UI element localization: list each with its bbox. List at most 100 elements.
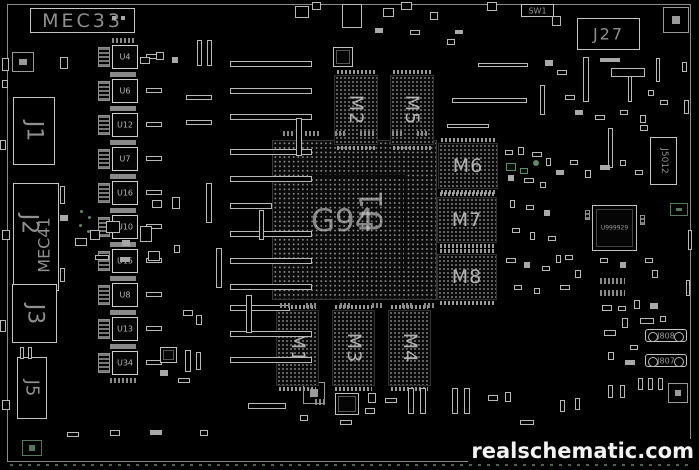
passive-component xyxy=(110,430,120,436)
passive-component xyxy=(546,158,551,166)
pad-cluster xyxy=(146,156,162,161)
passive-component xyxy=(60,215,68,221)
passive-component xyxy=(230,305,290,311)
pad-cluster xyxy=(98,353,110,373)
passive-component xyxy=(620,160,626,166)
passive-component xyxy=(600,278,625,284)
connector-j808: J808 xyxy=(645,329,687,342)
pad-cluster xyxy=(98,285,110,305)
connector-j807: J807 xyxy=(645,354,687,367)
passive-component xyxy=(0,140,6,150)
board-edge-vias xyxy=(10,464,688,466)
passive-component xyxy=(375,28,383,33)
passive-component xyxy=(408,388,414,414)
passive-component xyxy=(630,345,638,350)
passive-component xyxy=(95,255,109,260)
pad-cluster xyxy=(98,81,110,101)
memory-chip-label: M4 xyxy=(398,332,421,364)
passive-component xyxy=(505,392,511,402)
memory-chip: M7 xyxy=(437,192,497,248)
passive-component xyxy=(335,393,359,415)
passive-component xyxy=(640,215,645,225)
passive-component xyxy=(508,175,514,181)
passive-component xyxy=(544,210,550,216)
memory-chip: M8 xyxy=(437,249,497,305)
passive-component xyxy=(575,398,580,410)
connector-j807-label: J807 xyxy=(657,356,675,365)
connector-j1: J1 xyxy=(13,97,55,165)
pad-cluster xyxy=(146,326,162,331)
passive-component xyxy=(534,288,540,294)
pad-cluster xyxy=(146,88,162,93)
small-ic-label: U13 xyxy=(116,324,134,334)
passive-component xyxy=(518,147,524,155)
pad-cluster xyxy=(98,251,110,271)
passive-component xyxy=(342,4,362,28)
passive-component xyxy=(402,303,414,308)
passive-component xyxy=(512,228,520,233)
passive-component xyxy=(533,160,539,166)
fiducial-mark xyxy=(668,383,688,403)
passive-component xyxy=(306,303,316,308)
passive-component xyxy=(645,258,653,263)
pad-cluster xyxy=(112,344,136,349)
passive-component xyxy=(295,6,309,18)
passive-component xyxy=(505,150,513,155)
connector-j5-label: J5 xyxy=(21,379,43,397)
passive-component xyxy=(604,330,616,336)
connector-j2-alt-label: MEC41 xyxy=(34,217,54,274)
connector-j3: J3 xyxy=(12,284,57,343)
passive-component xyxy=(565,95,575,100)
small-ic-label: U10 xyxy=(116,222,134,232)
fiducial-mark xyxy=(12,52,34,72)
passive-component xyxy=(556,255,561,263)
passive-component xyxy=(487,2,497,11)
pad-cluster xyxy=(98,115,110,135)
passive-component xyxy=(333,47,353,67)
gpu-bga-u1: G94 U1 xyxy=(272,140,437,300)
memory-chip-label: M8 xyxy=(451,266,483,288)
memory-chip-label: M3 xyxy=(342,332,365,364)
passive-component xyxy=(540,85,545,115)
passive-component xyxy=(172,197,180,209)
passive-component xyxy=(365,408,375,414)
passive-component xyxy=(506,163,516,171)
passive-component xyxy=(430,12,438,20)
passive-component xyxy=(112,16,116,20)
small-ic: U16 xyxy=(112,181,138,205)
passive-component xyxy=(0,320,6,332)
passive-component xyxy=(660,100,668,105)
passive-component xyxy=(160,347,177,363)
passive-component xyxy=(602,305,612,311)
fiducial-mark xyxy=(663,7,689,33)
passive-component xyxy=(548,236,556,241)
passive-component xyxy=(67,432,79,437)
connector-j27: J27 xyxy=(577,18,640,50)
passive-component xyxy=(417,131,429,136)
passive-component xyxy=(122,240,130,246)
passive-component xyxy=(635,170,643,175)
small-ic: U4 xyxy=(112,45,138,69)
passive-component xyxy=(230,88,312,94)
passive-component xyxy=(658,378,663,390)
passive-component xyxy=(2,400,10,410)
small-ic-label: U34 xyxy=(116,358,134,368)
passive-component xyxy=(634,300,640,309)
passive-component xyxy=(420,388,426,414)
passive-component xyxy=(230,114,312,120)
memory-chip-label: M7 xyxy=(451,209,483,231)
passive-component xyxy=(20,347,24,359)
passive-component xyxy=(688,230,692,250)
passive-component xyxy=(618,306,626,311)
switch-sw1-label: SW1 xyxy=(528,6,547,15)
passive-component xyxy=(230,231,312,237)
passive-component xyxy=(455,30,463,34)
passive-component xyxy=(206,183,212,223)
passive-component xyxy=(488,395,498,401)
passive-component xyxy=(640,115,646,123)
passive-component xyxy=(230,357,312,363)
small-ic-label: U6 xyxy=(119,86,131,96)
pad-cluster xyxy=(112,174,136,179)
passive-component xyxy=(600,58,620,62)
